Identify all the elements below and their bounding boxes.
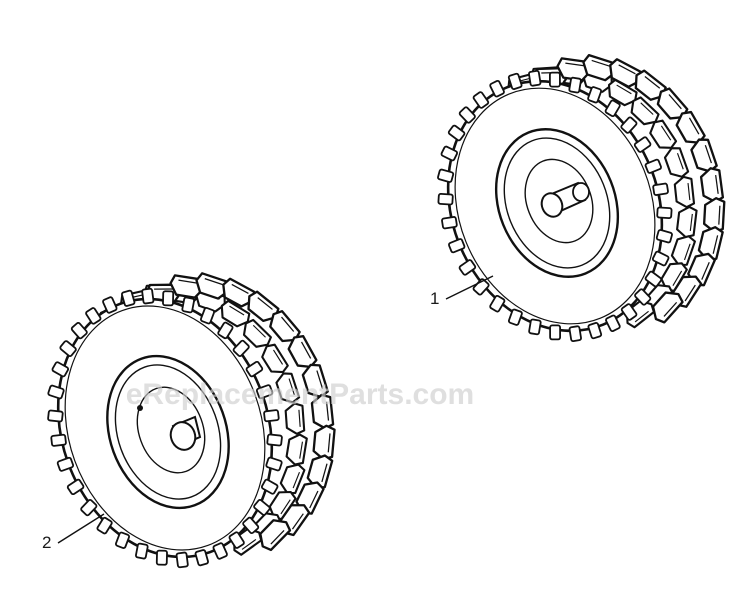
callout-2-number: 2 <box>42 533 51 552</box>
tire-1-assembly <box>436 53 726 343</box>
tread-lug <box>675 204 698 240</box>
callout-2: 2 <box>42 513 105 552</box>
edge-nub <box>656 206 673 220</box>
tread-lug <box>698 166 725 205</box>
tire-2-assembly <box>46 271 336 569</box>
edge-nub <box>162 290 175 307</box>
edge-nub <box>652 182 670 197</box>
edge-nub <box>440 215 458 230</box>
edge-nub <box>437 192 454 206</box>
tread-lug <box>661 144 691 182</box>
tire-2-rim <box>106 354 230 510</box>
callout-2-leader <box>57 513 105 544</box>
edge-nub <box>175 551 189 569</box>
edge-nub <box>527 69 542 87</box>
edge-nub <box>568 325 583 343</box>
tire-2-hub <box>137 405 202 451</box>
edge-nub <box>181 296 196 314</box>
tread-lug <box>284 431 309 467</box>
edge-nub <box>155 549 168 566</box>
edge-nub <box>568 76 583 94</box>
callout-1: 1 <box>430 275 494 308</box>
edge-nub <box>134 542 149 560</box>
edge-nub <box>266 433 284 447</box>
edge-nub <box>527 318 542 336</box>
edge-nub <box>262 409 280 423</box>
tread-lug <box>257 341 291 379</box>
tread-lug <box>673 175 696 210</box>
watermark: eReplacementParts.com <box>126 378 475 411</box>
tread-lug <box>668 232 697 269</box>
edge-nub <box>141 287 155 305</box>
callout-1-number: 1 <box>430 289 439 308</box>
edge-nub <box>549 324 562 341</box>
tire-1-hub <box>540 181 590 218</box>
edge-nub <box>46 409 64 423</box>
callout-1-leader <box>445 275 494 300</box>
edge-nub <box>50 433 68 447</box>
edge-nub <box>548 71 561 88</box>
